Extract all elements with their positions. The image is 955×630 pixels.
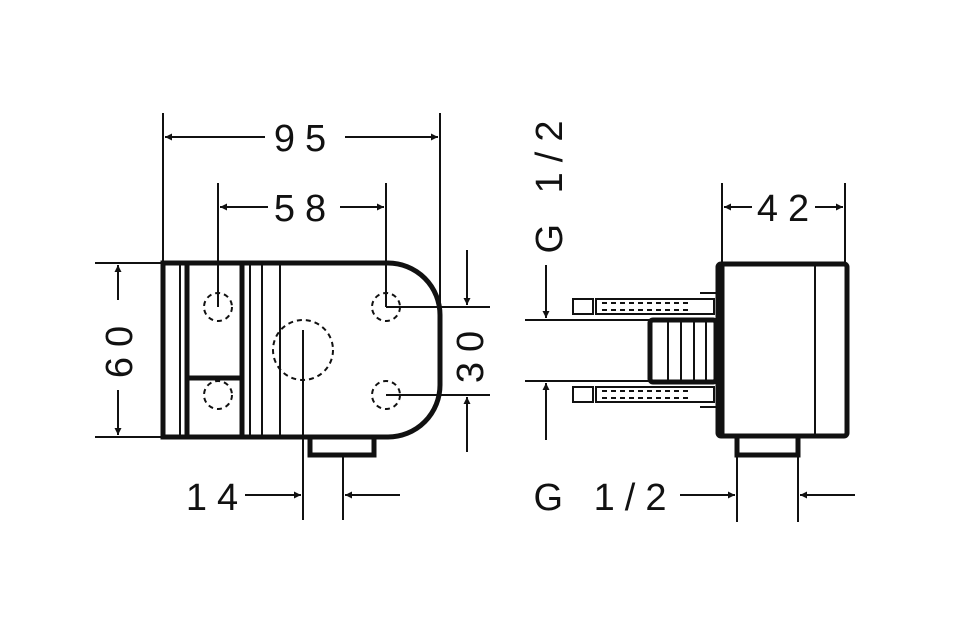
mounting-hole: [203, 380, 233, 410]
center-connector: [647, 317, 719, 385]
dim-hole-spacing-vertical: 30: [450, 321, 492, 383]
dim-thread-bottom: G 1/2: [534, 477, 677, 519]
front-view: 95 58 60 30 14: [95, 113, 492, 520]
front-body-outline: [160, 260, 443, 440]
lower-pipe: [572, 386, 716, 408]
dim-hole-spacing-horizontal: 58: [274, 188, 336, 230]
dim-thread-side: G 1/2: [529, 111, 571, 254]
side-body-outline: [715, 261, 850, 439]
upper-pipe: [572, 292, 716, 315]
side-outlet-nub: [734, 438, 801, 458]
dim-width-total: 95: [274, 118, 336, 160]
side-view: 42 G 1/2 G 1/2: [525, 111, 855, 522]
dim-height: 60: [99, 316, 141, 378]
front-outlet-nub: [307, 439, 377, 458]
dim-outlet-offset: 14: [186, 477, 248, 519]
dim-depth: 42: [757, 188, 819, 230]
